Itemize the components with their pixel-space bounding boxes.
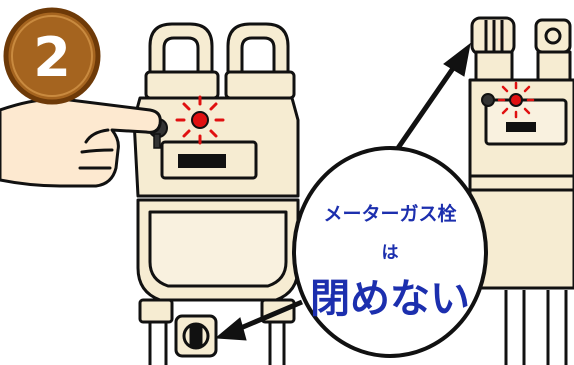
secondary-lower-pipes [504, 290, 568, 365]
alarm-lamp-icon [497, 81, 535, 119]
secondary-display-window [506, 122, 536, 132]
secondary-gas-meter [468, 16, 574, 365]
step-number: 2 [33, 26, 71, 89]
alarm-lamp-icon [175, 95, 225, 145]
gas-valve-icon [174, 314, 218, 358]
pipe-connector-left [144, 70, 220, 100]
meter-front-plate [148, 210, 288, 288]
main-gas-meter [132, 22, 300, 365]
secondary-recovery-button [481, 93, 495, 107]
callout-text-line3: 閉めない [310, 276, 470, 322]
upper-joint-right [536, 50, 572, 84]
callout-text-line2: は [382, 243, 399, 263]
upper-joint-left [474, 50, 514, 84]
lower-joint-left [138, 298, 174, 324]
step-badge: 2 [3, 7, 101, 105]
callout-text-line1: メーターガス栓 [323, 202, 456, 225]
arrow-icon [214, 299, 303, 341]
arrow-icon [395, 42, 471, 150]
display-window [178, 154, 226, 168]
gas-valve-icon [470, 16, 516, 56]
pipe-connector-right [224, 70, 296, 100]
gas-valve-icon [534, 18, 572, 54]
callout-bubble: メーターガス栓 は 閉めない [292, 146, 488, 358]
